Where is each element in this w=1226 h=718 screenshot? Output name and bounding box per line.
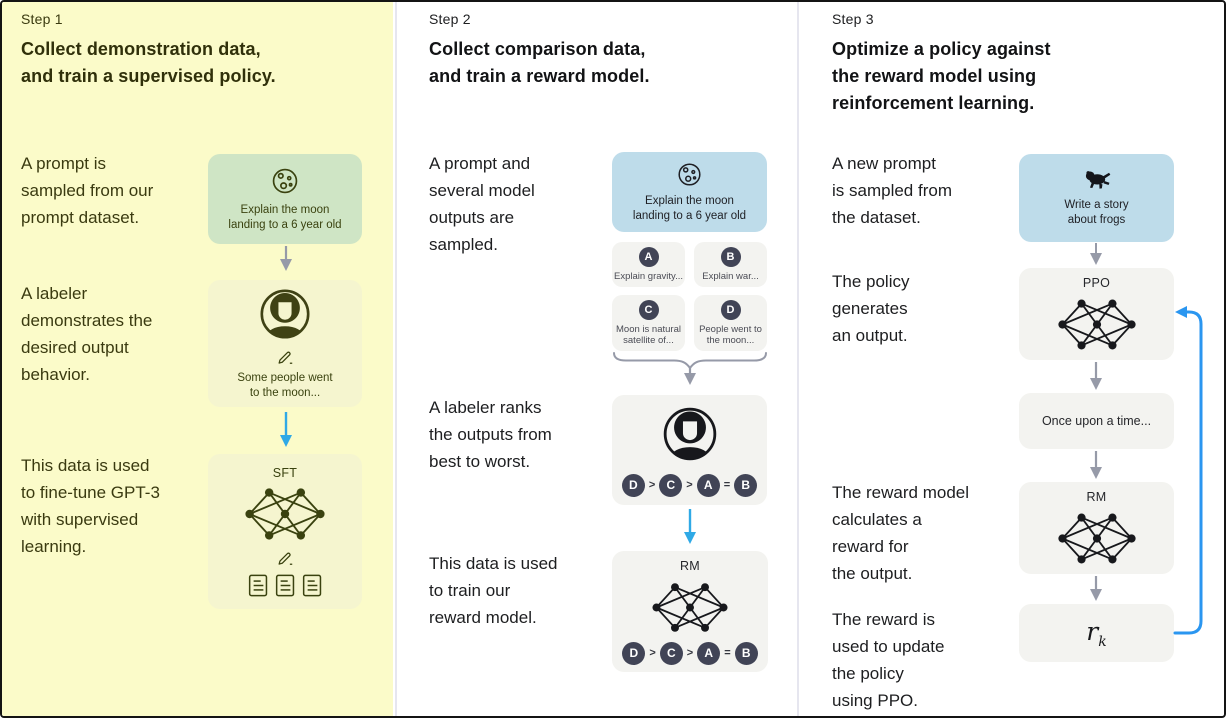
output-badge: B <box>720 246 741 267</box>
rm-model-label: RM <box>679 558 701 573</box>
step3-label: Step 3 <box>832 11 874 27</box>
output-card-a: A Explain gravity... <box>612 242 685 287</box>
step1-demonstration-text: Some people went to the moon... <box>237 372 333 399</box>
rank-badge: B <box>734 473 758 497</box>
moon-icon <box>678 162 701 186</box>
rank-badge: C <box>659 473 683 497</box>
rank-badge: D <box>621 473 645 497</box>
output-card-b: B Explain war... <box>694 242 767 287</box>
step3-output-card: Once upon a time... <box>1019 393 1174 449</box>
step1-title: Collect demonstration data, and train a … <box>21 39 276 86</box>
step3-title: Optimize a policy against the reward mod… <box>832 39 1051 113</box>
step1-label: Step 1 <box>21 11 63 27</box>
step2-labeler-card: D > C > A = B <box>612 395 767 505</box>
pencil-icon <box>278 351 292 364</box>
step3-paragraph-2: The policy generates an output. <box>832 272 910 345</box>
output-badge: A <box>638 246 659 267</box>
rank-separator: > <box>686 647 694 659</box>
neural-network-icon <box>652 582 728 632</box>
column-divider <box>395 2 397 716</box>
output-badge: C <box>638 299 659 320</box>
labeler-avatar-icon <box>260 289 310 339</box>
neural-network-icon <box>1057 299 1136 350</box>
step2-prompt-text: Explain the moon landing to a 6 year old <box>632 194 747 222</box>
rank-badge: B <box>734 641 758 665</box>
rank-separator: > <box>686 479 693 491</box>
step1-paragraph-1: A prompt is sampled from our prompt data… <box>21 154 154 227</box>
output-text: Explain war... <box>702 270 759 282</box>
step2-prompt-card: Explain the moon landing to a 6 year old <box>612 152 767 232</box>
step1-prompt-text: Explain the moon landing to a 6 year old <box>228 203 342 231</box>
step1-paragraph-2: A labeler demonstrates the desired outpu… <box>21 284 153 384</box>
column-divider <box>797 2 799 716</box>
frog-icon <box>1085 171 1111 189</box>
rank-badge: D <box>622 641 646 665</box>
step1-prompt-card: Explain the moon landing to a 6 year old <box>208 154 362 244</box>
step1-sft-card: SFT <box>208 454 362 609</box>
documents-icon <box>247 573 324 598</box>
step2-paragraph-1: A prompt and several model outputs are s… <box>429 154 535 254</box>
step1-labeler-card: Some people went to the moon... <box>208 280 362 407</box>
rank-separator: = <box>723 479 731 491</box>
moon-icon <box>272 168 298 193</box>
step3-ppo-card: PPO <box>1019 268 1174 360</box>
rank-badge: C <box>659 641 683 665</box>
labeler-avatar-icon <box>663 407 716 460</box>
rank-badge: A <box>696 473 720 497</box>
step3-prompt-text: Write a story about frogs <box>1064 199 1129 226</box>
output-card-d: D People went to the moon... <box>694 295 767 351</box>
ppo-model-label: PPO <box>1082 276 1111 290</box>
output-text: Explain gravity... <box>614 270 683 282</box>
step3-paragraph-3: The reward model calculates a reward for… <box>832 483 970 583</box>
step1-paragraph-3: This data is used to fine-tune GPT-3 wit… <box>21 456 160 556</box>
rank-separator: = <box>724 647 731 659</box>
output-card-c: C Moon is natural satellite of... <box>612 295 685 351</box>
step2-rm-card: RM D > C > A = B <box>612 551 768 672</box>
step3-output-text: Once upon a time... <box>1041 414 1152 428</box>
step3-paragraph-1: A new prompt is sampled from the dataset… <box>832 154 952 227</box>
step3-prompt-card: Write a story about frogs <box>1019 154 1174 242</box>
outputs-brace <box>613 352 767 370</box>
neural-network-icon <box>1057 513 1136 564</box>
step2-title: Collect comparison data, and train a rew… <box>429 39 650 86</box>
step2-paragraph-2: A labeler ranks the outputs from best to… <box>429 398 552 471</box>
pencil-icon <box>278 552 292 565</box>
step3-rm-card: RM <box>1019 482 1174 574</box>
rank-separator: > <box>649 647 656 659</box>
output-badge: D <box>720 299 741 320</box>
rm-model-label: RM <box>1086 490 1107 504</box>
output-text: People went to the moon... <box>699 323 762 347</box>
step2-label: Step 2 <box>429 11 471 27</box>
ranking-row: D > C > A = B <box>622 641 758 665</box>
step3-reward-card: rk <box>1019 604 1174 662</box>
sft-model-label: SFT <box>272 465 298 480</box>
neural-network-icon <box>245 487 325 540</box>
reward-value: rk <box>1086 616 1107 650</box>
rank-separator: > <box>648 479 656 491</box>
step3-paragraph-4: The reward is used to update the policy … <box>832 610 945 710</box>
step3-feedback-loop-arrow <box>1173 306 1203 635</box>
output-text: Moon is natural satellite of... <box>616 323 681 347</box>
step2-paragraph-3: This data is used to train our reward mo… <box>429 554 558 627</box>
rank-badge: A <box>697 641 721 665</box>
ranking-row: D > C > A = B <box>621 473 758 497</box>
